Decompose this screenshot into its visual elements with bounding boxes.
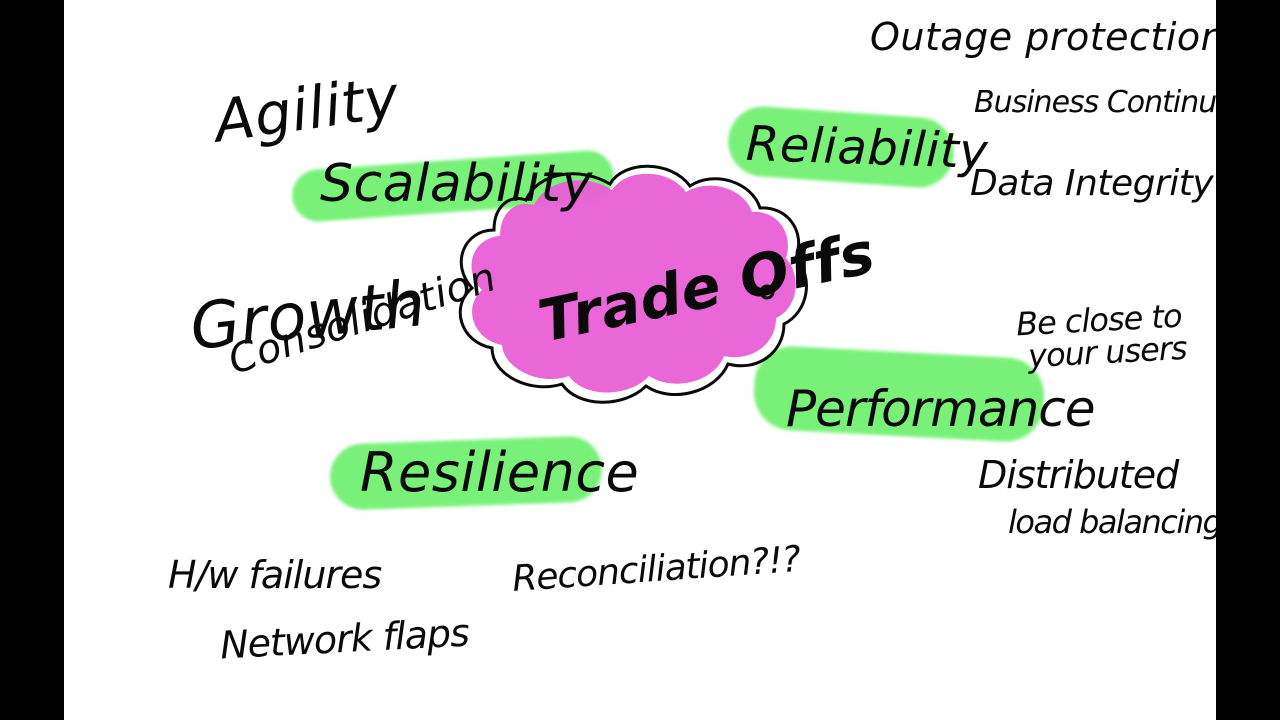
cloud-outline (458, 164, 808, 404)
note-outage-protection: Outage protection (870, 15, 1216, 59)
note-your-users: your users (1027, 328, 1188, 376)
theme-resilience: Resilience (360, 441, 640, 504)
note-load-balancing: load balancing (1008, 503, 1216, 541)
cloud-fill (471, 173, 796, 393)
cloud-dot (759, 284, 775, 300)
note-data-integrity: Data Integrity (970, 163, 1214, 204)
note-hw-failures: H/w failures (168, 553, 382, 597)
trade-offs-cloud (458, 164, 808, 404)
note-business-continuity: Business Continuity (974, 85, 1216, 120)
theme-performance: Performance (786, 380, 1096, 438)
theme-scalability: Scalability (320, 154, 593, 214)
whiteboard: Trade Offs Agility Scalability Growth Co… (64, 0, 1216, 720)
note-distributed: Distributed (978, 453, 1179, 497)
theme-reliability: Reliability (745, 115, 990, 181)
